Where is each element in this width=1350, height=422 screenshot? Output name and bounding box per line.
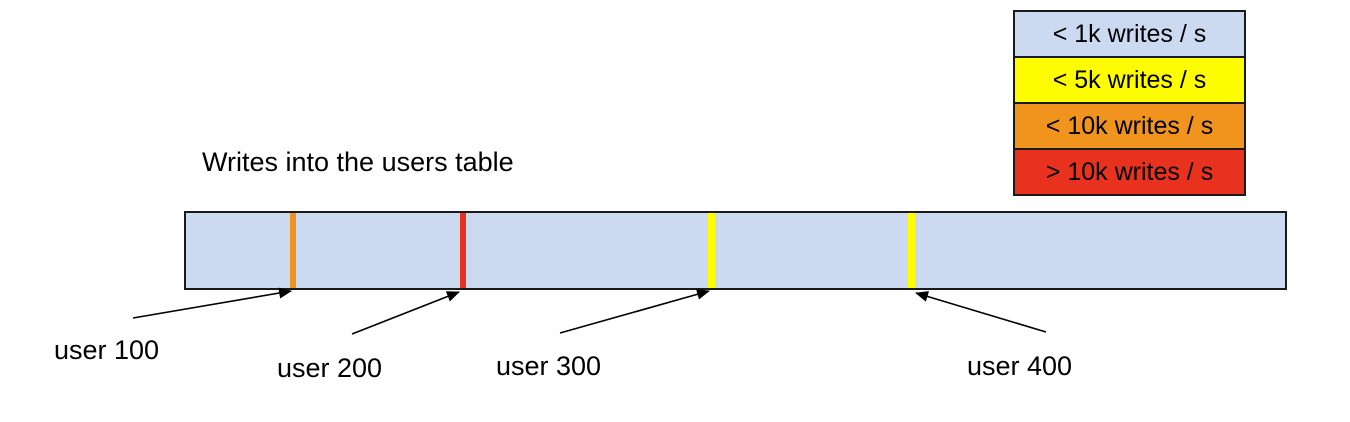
label-user-300: user 300 [496,351,602,381]
legend-item-lt-10k: < 10k writes / s [1015,104,1244,150]
legend-item-gt-10k: > 10k writes / s [1015,150,1244,194]
legend-item-lt-1k: < 1k writes / s [1015,12,1244,58]
legend: < 1k writes / s < 5k writes / s < 10k wr… [1013,10,1246,196]
users-table-bar [184,211,1287,290]
stripe-user-100 [290,213,296,288]
arrow-user-100 [132,287,292,319]
arrow-user-400 [915,291,1047,333]
arrow-user-200 [351,291,460,335]
arrow-user-300 [559,288,710,334]
label-user-100: user 100 [54,335,160,365]
stripe-user-200 [460,213,466,288]
label-user-200: user 200 [277,353,383,383]
stripe-user-400 [908,213,915,288]
label-user-400: user 400 [967,351,1073,381]
stripe-user-300 [708,213,715,288]
legend-item-lt-5k: < 5k writes / s [1015,58,1244,104]
diagram-title: Writes into the users table [202,147,514,177]
